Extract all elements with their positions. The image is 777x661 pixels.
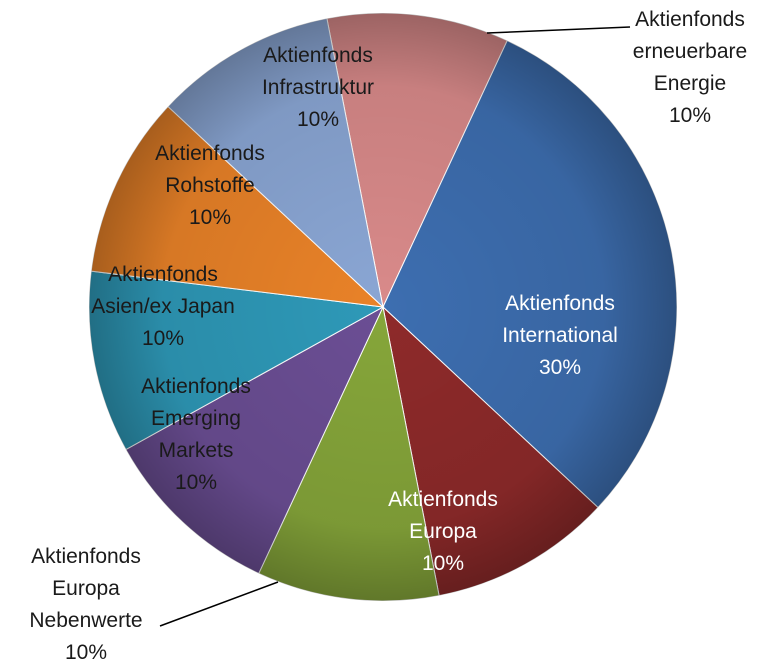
slice-label-line: Emerging	[151, 407, 241, 430]
slice-label-line: Aktienfonds	[635, 8, 745, 31]
slice-label-line: International	[502, 324, 618, 347]
slice-label-line: 10%	[297, 108, 339, 131]
slice-label-line: Europa	[52, 577, 120, 600]
slice-label-line: 10%	[189, 206, 231, 229]
slice-label-line: Nebenwerte	[29, 609, 142, 632]
slice-label-line: Aktienfonds	[263, 44, 373, 67]
slice-label-line: 10%	[65, 641, 107, 661]
slice-label-line: erneuerbare	[633, 40, 747, 63]
slice-label-line: Markets	[159, 439, 234, 462]
slice-label-line: Asien/ex Japan	[91, 295, 235, 318]
leader-line	[486, 26, 631, 34]
slice-label-line: 10%	[142, 327, 184, 350]
slice-label-line: 30%	[539, 356, 581, 379]
slice-label-line: Aktienfonds	[141, 375, 251, 398]
slice-label-line: Infrastruktur	[262, 76, 374, 99]
slice-label-line: 10%	[175, 471, 217, 494]
leader-line	[159, 581, 279, 627]
slice-label-line: Energie	[654, 72, 726, 95]
slice-label-line: Aktienfonds	[31, 545, 141, 568]
slice-label-line: Aktienfonds	[155, 142, 265, 165]
slice-label-line: 10%	[422, 552, 464, 575]
slice-label-line: Aktienfonds	[388, 488, 498, 511]
slice-label-line: 10%	[669, 104, 711, 127]
slice-label-line: Aktienfonds	[505, 292, 615, 315]
slice-label-line: Europa	[409, 520, 477, 543]
slice-label-line: Aktienfonds	[108, 263, 218, 286]
slice-label-line: Rohstoffe	[165, 174, 255, 197]
